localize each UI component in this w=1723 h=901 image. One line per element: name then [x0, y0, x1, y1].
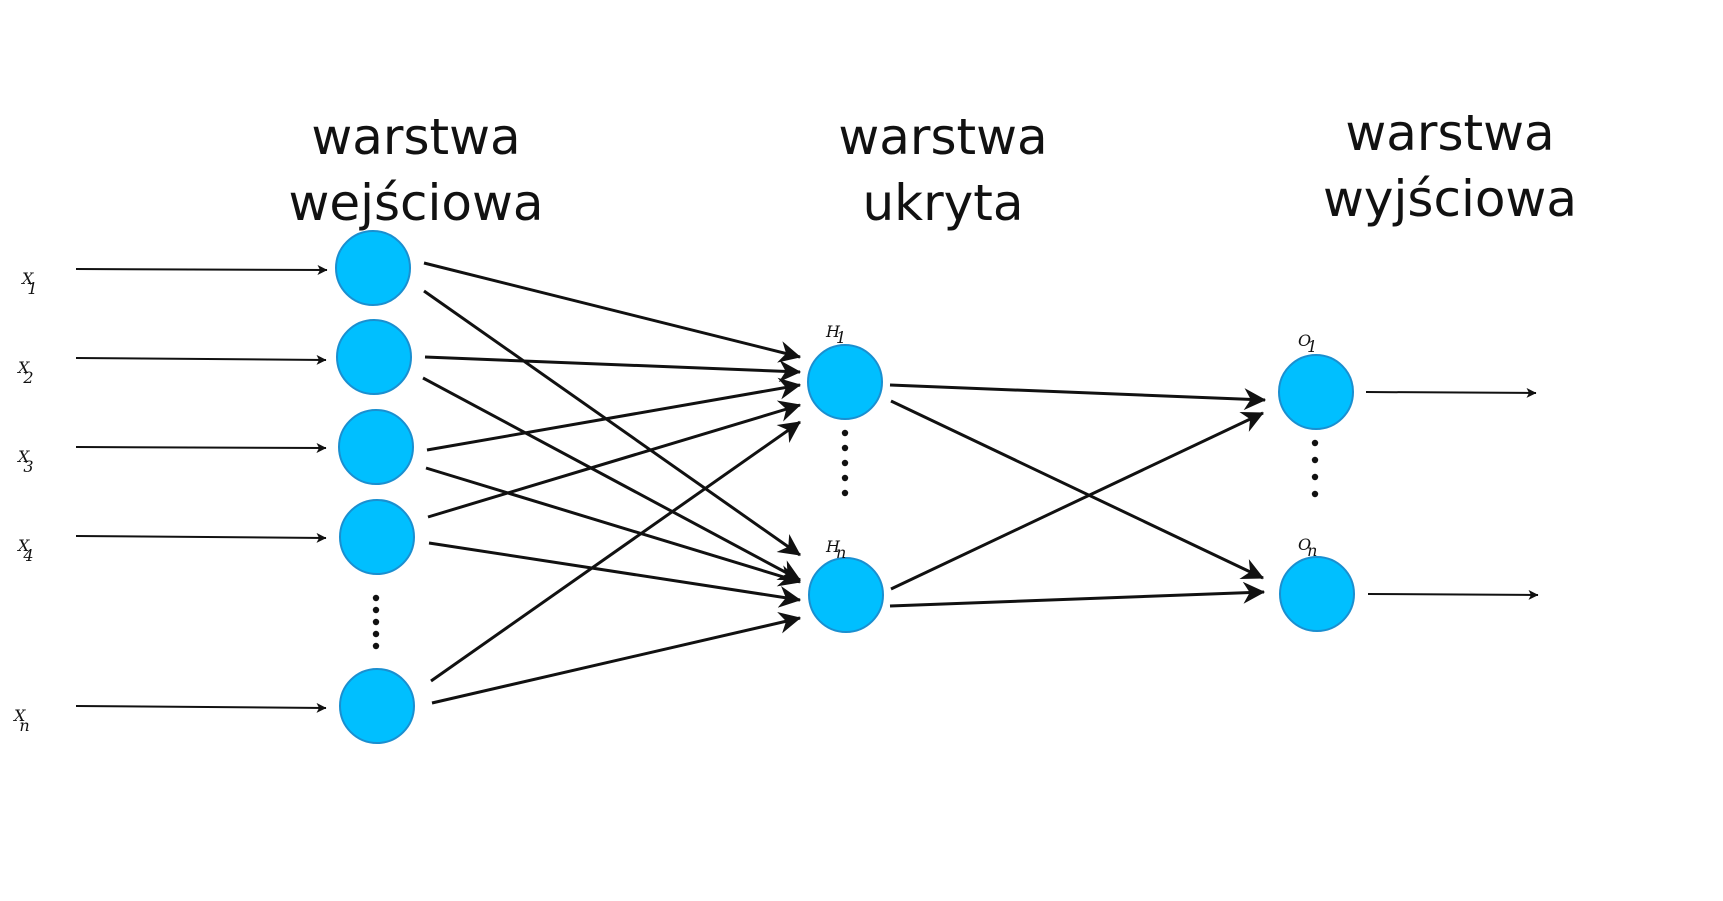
- output-node-1: [1278, 354, 1354, 430]
- input-ellipsis-dot-5: [372, 642, 380, 650]
- input-label-4-subscript: 4: [22, 546, 33, 565]
- input-hidden-edge-10: [431, 611, 802, 705]
- output-layer-title-line-1: warstwa: [1345, 104, 1555, 162]
- hidden-label-2-subscript: n: [836, 543, 846, 562]
- output-label-2-subscript: n: [1307, 541, 1317, 560]
- hidden-label-1-base: H: [825, 322, 841, 341]
- input-layer-title: warstwa wejściowa: [206, 104, 626, 236]
- hidden-label-1-subscript: 1: [836, 328, 846, 347]
- hidden-node-2: [808, 557, 884, 633]
- hidden-label-1: H1: [825, 322, 846, 347]
- nodes: [335, 230, 1355, 744]
- output-layer-title-line-2: wyjściowa: [1323, 170, 1577, 228]
- input-label-1-subscript: 1: [27, 279, 37, 298]
- input-node-5: [339, 668, 415, 744]
- output-label-1-base: O: [1298, 331, 1311, 350]
- hidden-label-2-base: H: [825, 537, 841, 556]
- input-hidden-edge-2: [423, 289, 801, 557]
- output-label-1: O1: [1298, 331, 1317, 356]
- input-label-4-base: X: [16, 536, 30, 555]
- hidden-layer-title-line-1: warstwa: [838, 108, 1048, 166]
- connections: [75, 261, 1539, 713]
- hidden-ellipsis-dot-2: [841, 444, 849, 452]
- input-hidden-edge-3: [424, 355, 802, 383]
- input-node-2: [336, 319, 412, 395]
- output-ellipsis-dot-2: [1311, 456, 1319, 464]
- ellipsis-dots: [372, 429, 1319, 650]
- output-label-2-base: O: [1298, 535, 1311, 554]
- input-ellipsis-dot-1: [372, 594, 380, 602]
- input-hidden-edge-1: [423, 261, 802, 363]
- hidden-node-1: [807, 344, 883, 420]
- output-ellipsis-dot-4: [1311, 490, 1319, 498]
- input-hidden-edge-6: [425, 466, 802, 587]
- input-hidden-edge-8: [428, 541, 802, 608]
- hidden-layer-title: warstwa ukryta: [733, 104, 1153, 236]
- input-node-4: [339, 499, 415, 575]
- output-layer-title: warstwa wyjściowa: [1240, 100, 1660, 232]
- output-label-1-subscript: 1: [1307, 337, 1317, 356]
- output-arrow-2: [1367, 589, 1539, 600]
- hidden-ellipsis-dot-4: [841, 474, 849, 482]
- input-hidden-edge-7: [427, 400, 802, 519]
- input-label-2-base: X: [16, 358, 30, 377]
- hidden-ellipsis-dot-1: [841, 429, 849, 437]
- input-label-1-base: X: [20, 269, 34, 288]
- output-node-2: [1279, 556, 1355, 632]
- input-arrow-1: [75, 264, 328, 275]
- input-node-3: [338, 409, 414, 485]
- input-label-5-base: X: [12, 706, 26, 725]
- hidden-label-2: Hn: [825, 537, 846, 562]
- input-arrow-2: [75, 354, 327, 365]
- hidden-output-edge-2: [890, 399, 1264, 580]
- input-label-5-subscript: n: [19, 716, 29, 735]
- input-label-2-subscript: 2: [22, 368, 33, 387]
- input-label-3-subscript: 3: [23, 457, 33, 476]
- input-arrow-3: [75, 442, 327, 453]
- input-label-3-base: X: [16, 447, 30, 466]
- hidden-ellipsis-dot-5: [841, 489, 849, 497]
- input-hidden-edge-4: [422, 376, 801, 582]
- input-arrow-5: [75, 702, 327, 713]
- hidden-ellipsis-dot-3: [841, 459, 849, 467]
- input-ellipsis-dot-4: [372, 630, 380, 638]
- hidden-output-edge-1: [889, 383, 1267, 411]
- input-ellipsis-dot-3: [372, 618, 380, 626]
- hidden-layer-title-line-2: ukryta: [862, 174, 1024, 232]
- output-ellipsis-dot-3: [1311, 473, 1319, 481]
- output-ellipsis-dot-1: [1311, 439, 1319, 447]
- input-hidden-edge-5: [426, 377, 802, 452]
- input-ellipsis-dot-2: [372, 606, 380, 614]
- input-node-1: [335, 230, 411, 306]
- input-layer-title-line-2: wejściowa: [288, 174, 544, 232]
- input-layer-title-line-1: warstwa: [311, 108, 521, 166]
- input-hidden-edge-9: [430, 420, 801, 683]
- output-arrow-1: [1365, 387, 1537, 398]
- hidden-output-edge-4: [889, 581, 1266, 608]
- output-label-2: On: [1298, 535, 1317, 560]
- hidden-output-edge-3: [890, 411, 1264, 591]
- input-arrow-4: [75, 532, 327, 543]
